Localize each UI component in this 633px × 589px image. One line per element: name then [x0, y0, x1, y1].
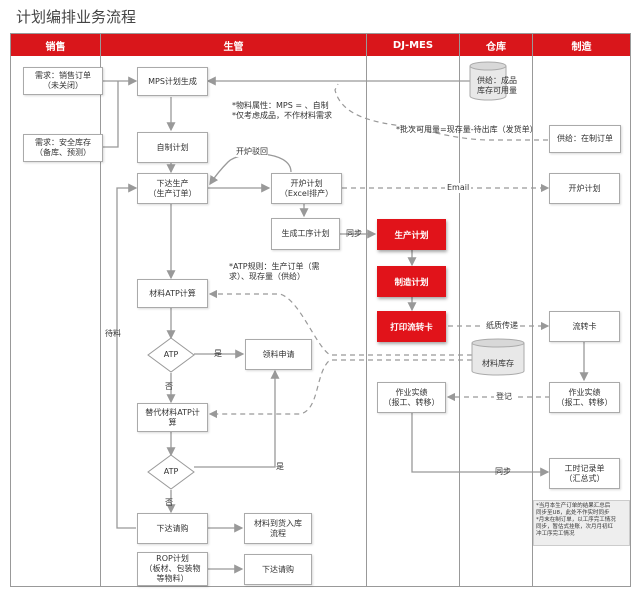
label-email: Email [445, 183, 472, 193]
box-print-routing-card: 打印流转卡 [377, 311, 446, 342]
label-sync-2: 同步 [495, 467, 511, 476]
box-routing-card: 流转卡 [549, 311, 620, 342]
box-manufacturing-plan: 制造计划 [377, 266, 446, 297]
lane-divider [366, 34, 367, 586]
box-demand-safety-stock: 需求：安全库存 （备库、预测） [23, 134, 103, 162]
box-issue-production: 下达生产 （生产订单） [137, 173, 208, 204]
footnote-sync: *当月本生产订单的结果汇总后 同步至U8，此处不作实时同步 *月末在制订单，以工… [533, 500, 630, 546]
box-material-arrival-process: 材料到货入库 流程 [244, 513, 312, 544]
diagram-frame [10, 33, 631, 587]
label-atp-rule: *ATP规则：生产订单（需 求）、现存量（供给） [229, 262, 320, 281]
label-paper-transfer: 纸质传递 [484, 321, 520, 331]
box-mps-plan: MPS计划生成 [137, 67, 208, 96]
label-yes-2: 是 [276, 462, 284, 471]
decision-atp-2 [147, 454, 195, 490]
box-alternative-material-atp: 替代材料ATP计 算 [137, 403, 208, 432]
box-work-hours-record: 工时记录单 （汇总式） [549, 458, 620, 489]
box-furnace-plan-mfg: 开炉计划 [549, 173, 620, 204]
db-finished-goods-supply: 供给：成品 库存可用量 [477, 76, 517, 95]
lane-header-production-mgmt: 生管 [101, 34, 366, 56]
box-furnace-plan-excel: 开炉计划 （Excel排产） [271, 173, 342, 204]
box-supply-wip-order: 供给：在制订单 [549, 125, 621, 153]
box-rop-plan: ROP计划 （板材、包装物 等物料） [137, 552, 208, 586]
box-generate-process-plan: 生成工序计划 [271, 218, 340, 250]
box-work-report-mes: 作业实绩 （报工、转移） [377, 382, 446, 413]
label-pending-material: 待料 [105, 329, 121, 338]
label-sync-1: 同步 [346, 229, 362, 238]
box-material-requisition: 领料申请 [245, 339, 312, 370]
decision-atp-2-label: ATP [163, 467, 179, 476]
label-batch-availability: *批次可用量=现存量-待出库（发货单） [396, 125, 538, 134]
label-register: 登记 [494, 392, 514, 402]
lane-divider [459, 34, 460, 586]
lane-header-dj-mes: DJ-MES [367, 34, 459, 56]
lane-header-warehouse: 仓库 [460, 34, 532, 56]
label-no-1: 否 [165, 382, 173, 391]
decision-atp-1-label: ATP [163, 350, 179, 359]
label-yes-1: 是 [214, 349, 222, 358]
box-issue-purchase-request-2: 下达请购 [244, 554, 312, 585]
lane-header-sales: 销售 [11, 34, 100, 56]
label-no-2: 否 [165, 498, 173, 507]
box-material-atp-calc: 材料ATP计算 [137, 279, 208, 308]
box-demand-sales-order: 需求：销售订单 （未关闭） [23, 67, 103, 95]
decision-atp-1 [147, 337, 195, 373]
label-mps-note: *物料属性：MPS = 、自制 *仅考虑成品，不作材料需求 [232, 101, 332, 120]
db-material-stock: 材料库存 [482, 359, 514, 368]
lane-divider [532, 34, 533, 586]
lane-header-manufacturing: 制造 [533, 34, 630, 56]
label-furnace-reject: 开炉驳回 [236, 147, 268, 157]
lane-divider [100, 34, 101, 586]
page-title: 计划编排业务流程 [16, 8, 137, 26]
box-work-report-mfg: 作业实绩 （报工、转移） [549, 382, 620, 413]
box-self-plan: 自制计划 [137, 132, 208, 163]
box-issue-purchase-request: 下达请购 [137, 513, 208, 544]
box-production-plan: 生产计划 [377, 219, 446, 250]
